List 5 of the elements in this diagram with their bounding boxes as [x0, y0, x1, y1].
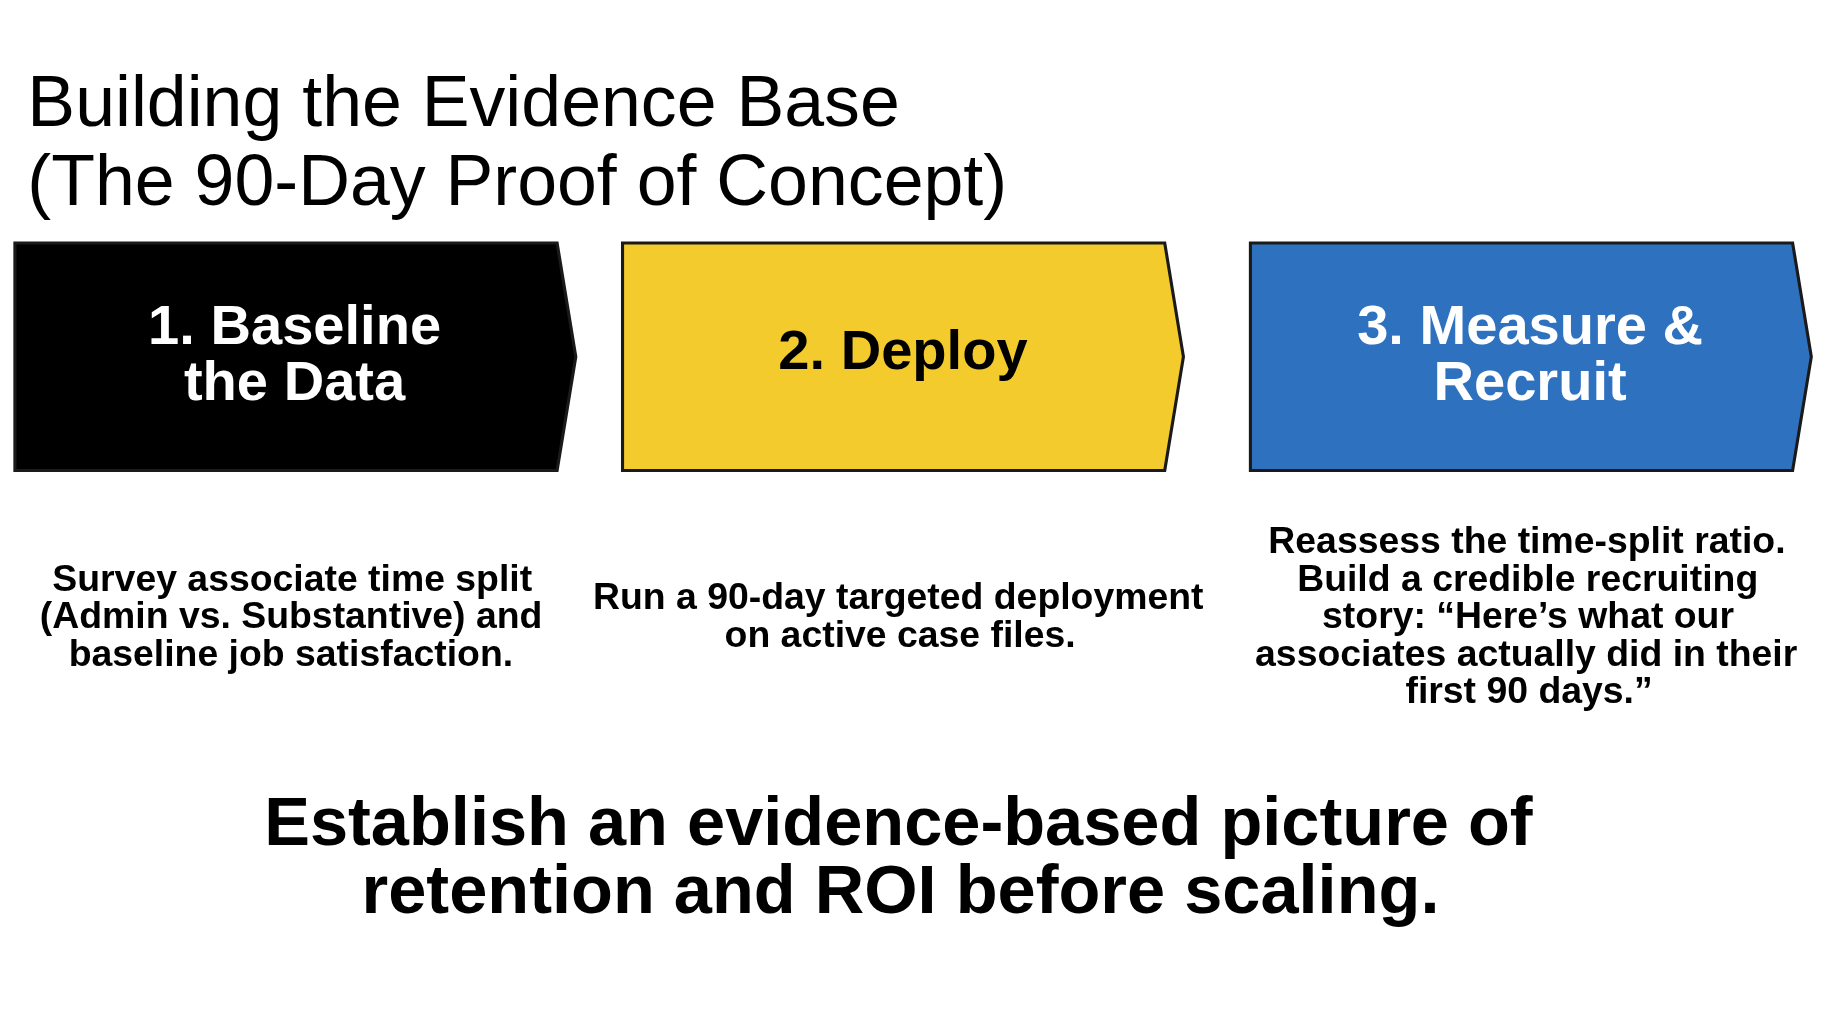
node-label: Survey associate time split (Admin vs. Substantive) and baseline job satisfaction.	[39, 556, 543, 673]
node-label: Run a 90-day targeted deployment on active case files.	[592, 574, 1204, 655]
caption: Establish an evidence-based picture of retention and ROI before scaling.	[264, 782, 1533, 928]
diagram-title: Building the Evidence Base (The 90-Day Proof of Concept)	[27, 60, 1008, 220]
node-label: Reassess the time-split ratio. Build a credible recruiting story: “Here’s what our associates actually did in their first 90 days.”	[1255, 518, 1798, 711]
